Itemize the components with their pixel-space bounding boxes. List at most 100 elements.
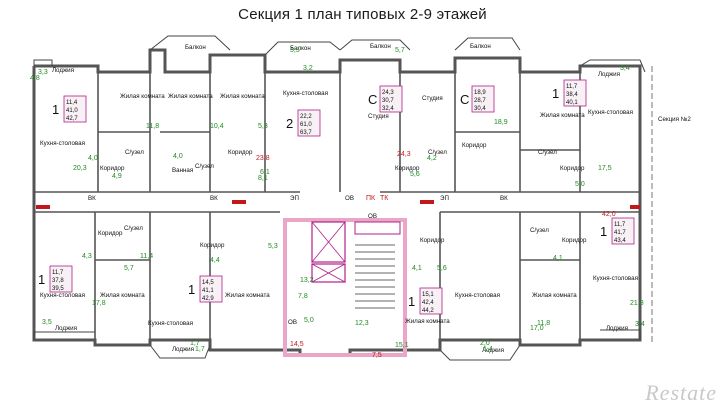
common-area: 24,3 xyxy=(397,151,411,158)
living-label: Жилая комната xyxy=(540,112,585,119)
studio-label: Студия xyxy=(368,113,389,120)
vk-label: ВК xyxy=(88,195,96,202)
bath-label: С/узел xyxy=(530,227,549,234)
balcony-label: Балкон xyxy=(370,43,391,50)
ov-label: ОВ xyxy=(368,213,377,220)
room-area: 4,9 xyxy=(112,173,122,180)
studio-label: Студия xyxy=(422,95,443,102)
apartment-area: 42,7 xyxy=(66,116,78,122)
kitchen-label: Кухня-столовая xyxy=(283,90,328,97)
room-area: 4,4 xyxy=(210,257,220,264)
living-label: Жилая комната xyxy=(168,93,213,100)
room-area: 5,7 xyxy=(395,47,405,54)
room-area: 5,0 xyxy=(575,181,585,188)
apartment-area: 39,5 xyxy=(52,286,64,292)
room-area: 1,4 xyxy=(483,346,493,353)
apartment-area: 32,4 xyxy=(382,106,394,112)
bath-label: С/узел xyxy=(125,149,144,156)
ov-label: ОВ xyxy=(345,195,354,202)
stair-core xyxy=(283,218,407,357)
vk-label: ВК xyxy=(500,195,508,202)
room-area: 3,3 xyxy=(38,69,48,76)
apartment-area: 14,5 xyxy=(202,280,214,286)
apartment-area: 43,4 xyxy=(614,238,626,244)
room-area: 4,3 xyxy=(82,253,92,260)
apartment-area: 11,7 xyxy=(566,84,578,90)
corridor-label: Коридор xyxy=(200,242,225,249)
balcony-label: Балкон xyxy=(470,43,491,50)
living-label: Жилая комната xyxy=(532,292,577,299)
room-area: 4,1 xyxy=(412,265,422,272)
pk-label: ПК xyxy=(366,195,376,202)
watermark: Restate xyxy=(645,380,717,405)
room-area: 5,6 xyxy=(437,265,447,272)
room-area: 3,5 xyxy=(42,319,52,326)
living-label: Жилая комната xyxy=(225,292,270,299)
balconies-bottom xyxy=(33,329,641,361)
bath-label: С/узел xyxy=(124,225,143,232)
apartment-area: 24,3 xyxy=(382,90,394,96)
plan-title: Секция 1 план типовых 2-9 этажей xyxy=(238,6,487,23)
room-area: 17,5 xyxy=(598,165,612,172)
apartment-area: 22,2 xyxy=(300,114,312,120)
loggia-label: Лоджия xyxy=(52,67,74,74)
interior-walls xyxy=(34,72,640,340)
apartment-area: 15,1 xyxy=(422,292,434,298)
bathroom-label: Ванная xyxy=(172,167,193,174)
room-area: 5,5 xyxy=(290,47,300,54)
room-area: 21,8 xyxy=(630,300,644,307)
room-area: 5,3 xyxy=(258,123,268,130)
corridor-label: Коридор xyxy=(420,237,445,244)
room-area: 4,0 xyxy=(173,153,183,160)
ep-label: ЭП xyxy=(290,195,299,202)
room-area: 7,8 xyxy=(298,293,308,300)
loggia-label: Лоджия xyxy=(482,347,504,354)
living-label: Жилая комната xyxy=(405,318,450,325)
room-area: 4,2 xyxy=(427,155,437,162)
apartment-area: 18,9 xyxy=(474,90,486,96)
living-label: Жилая комната xyxy=(120,93,165,100)
corridor-label: Коридор xyxy=(98,230,123,237)
ov-label: ОВ xyxy=(288,319,297,326)
apartment-area: 30,7 xyxy=(382,98,394,104)
apartment-rooms: С xyxy=(460,92,469,107)
apartment-area: 63,7 xyxy=(300,130,312,136)
common-area: 14,5 xyxy=(290,341,304,348)
room-area: 1,7 xyxy=(195,346,205,353)
kitchen-label: Кухня-столовая xyxy=(588,109,633,116)
apartment-area: 11,7 xyxy=(614,222,626,228)
room-area: 11,4 xyxy=(140,253,153,260)
room-area: 17,0 xyxy=(530,325,544,332)
common-area: 42,0 xyxy=(602,211,616,218)
bath-label: С/узел xyxy=(428,149,447,156)
room-area: 4,8 xyxy=(30,75,40,82)
ep-label: ЭП xyxy=(440,195,449,202)
bath-label: С/узел xyxy=(538,149,557,156)
room-area: 3,4 xyxy=(635,321,645,328)
balcony-label: Балкон xyxy=(290,45,311,52)
apartment-rooms: 1 xyxy=(600,224,607,239)
corridor-label: Коридор xyxy=(395,165,420,172)
room-area: 5,0 xyxy=(304,317,314,324)
vent-markers xyxy=(36,200,640,209)
apartment-area: 41,0 xyxy=(66,108,78,114)
loggia-label: Лоджия xyxy=(606,325,628,332)
living-label: Жилая комната xyxy=(100,292,145,299)
room-area: 13,2 xyxy=(300,277,314,284)
section-label: Секция №2 xyxy=(658,116,691,123)
apartment-rooms: 1 xyxy=(38,272,45,287)
corridor-label: Коридор xyxy=(228,149,253,156)
apartment-area: 61,0 xyxy=(300,122,312,128)
vk-label: ВК xyxy=(210,195,218,202)
room-area: 17,8 xyxy=(92,300,106,307)
apartment-rooms: 2 xyxy=(286,116,293,131)
kitchen-label: Кухня-столовая xyxy=(40,140,85,147)
room-area: 10,4 xyxy=(210,123,224,130)
balconies-top xyxy=(33,35,646,73)
common-area: 23,8 xyxy=(256,155,270,162)
living-label: Жилая комната xyxy=(220,93,265,100)
room-area: 5,6 xyxy=(410,171,420,178)
apartment-area: 37,8 xyxy=(52,278,64,284)
